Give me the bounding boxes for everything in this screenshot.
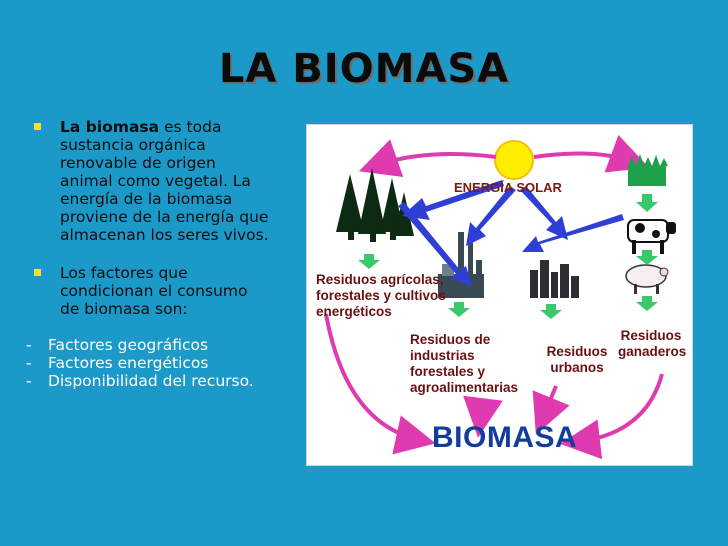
label-energia-solar: ENERGÍA SOLAR [454, 180, 562, 195]
arrow-agricolas-biomasa [324, 313, 436, 455]
arrow-ganaderos-biomasa [560, 373, 664, 460]
label-residuos-ganaderos: Residuos ganaderos [618, 328, 687, 359]
cycle-arrow-right [533, 134, 650, 173]
sun-icon [494, 140, 534, 180]
biomass-diagram: ENERGÍA SOLAR Residuos agrícolas, forest… [306, 124, 693, 466]
crops-icon [628, 154, 668, 186]
factor-item: -Factores geográficos [26, 336, 209, 354]
cycle-arrow-left [358, 139, 497, 178]
bullet-list: La biomasa es toda sustancia orgánica re… [26, 118, 270, 390]
bullet-definition: La biomasa es toda sustancia orgánica re… [34, 118, 270, 244]
slide-title: LA BIOMASA [218, 46, 510, 92]
city-icon [530, 260, 579, 298]
pig-icon [625, 264, 669, 294]
label-biomasa: BIOMASA [432, 421, 578, 454]
bullet-square-icon [34, 123, 41, 130]
sun-ray-arrows [398, 180, 624, 286]
arrow-urbanos-biomasa [532, 385, 570, 435]
bullet-factors: Los factores que condicionan el consumo … [34, 264, 270, 318]
bullet-definition-bold: La biomasa [60, 118, 160, 136]
cow-icon [627, 219, 676, 254]
factor-item: -Disponibilidad del recurso. [26, 372, 254, 390]
bullet-square-icon [34, 269, 41, 276]
label-residuos-urbanos: Residuos urbanos [546, 344, 608, 375]
diagram-drawing [324, 134, 676, 460]
factor-list: -Factores geográficos -Factores energéti… [24, 336, 260, 390]
bullet-definition-text: es toda sustancia orgánica renovable de … [60, 118, 269, 244]
label-residuos-agricolas: Residuos agrícolas, forestales y cultivo… [316, 272, 446, 319]
forest-icon [336, 168, 414, 242]
bullet-factors-text: Los factores que condicionan el consumo … [60, 264, 248, 318]
label-residuos-industrias: Residuos de industrias forestales y agro… [410, 332, 519, 395]
arrow-industrias-biomasa [463, 395, 503, 438]
factor-item: -Factores energéticos [26, 354, 209, 372]
green-arrows [358, 194, 658, 319]
